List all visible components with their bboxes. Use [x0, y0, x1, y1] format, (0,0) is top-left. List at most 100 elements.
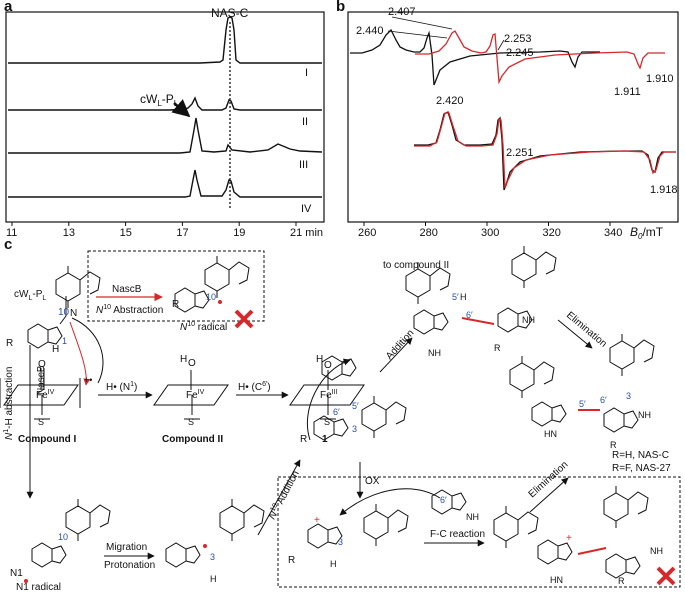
central-curved-arrow — [306, 358, 351, 441]
label-n10-radical: N10 radical — [180, 321, 227, 333]
label-fc-reaction: F-C reaction — [430, 529, 485, 540]
compound-II-h: H — [180, 354, 187, 365]
label-h-c6: H• (C6′) — [238, 381, 271, 393]
side-indole-structure — [431, 489, 467, 515]
panel-b-tick-label-0: 260 — [358, 227, 376, 239]
panel-a-tick-label-3: 17 — [176, 227, 188, 239]
n10-radical-num10: 10 — [206, 292, 216, 302]
fc-curved-arrow — [339, 488, 441, 516]
g-label-2245: 2.245 — [506, 47, 534, 59]
panel-a-frame — [5, 11, 325, 223]
panel-a-tick-label-0: 11 — [6, 227, 17, 239]
top-num6p: 6′ — [466, 310, 473, 320]
panel-b-x-axis-label: B0/mT — [630, 225, 664, 241]
label-h-n1: H• (N1) — [106, 381, 137, 393]
panel-a-tick-label-4: 19 — [233, 227, 245, 239]
n1-radical-structure — [31, 498, 111, 568]
trace-III — [8, 117, 323, 154]
compound-1-o: O — [324, 360, 332, 371]
arrow-elimination-2 — [529, 477, 569, 513]
panel-label-c: c — [4, 236, 13, 253]
fc-product-structure — [493, 485, 649, 579]
substrate-r: R — [6, 338, 13, 349]
reject-cross-icon-2 — [656, 566, 676, 586]
label-compound-I: Compound I — [18, 434, 77, 445]
compound-I-plus: +• — [84, 375, 92, 385]
fc-product-nh: NH — [650, 546, 663, 556]
addition-intermediate-structure — [405, 245, 557, 335]
panel-b: 2.407 2.440 2.253 2.245 1.910 1.911 2.42… — [347, 6, 679, 241]
panel-b-tick-label-3: 320 — [543, 227, 561, 239]
top-h: H — [460, 292, 467, 302]
top-r: R — [494, 343, 501, 353]
red-arrow-1 — [69, 321, 91, 386]
central-r: R — [300, 434, 307, 445]
product-r: R — [610, 440, 617, 450]
label-to-compound-II: to compound II — [383, 260, 449, 271]
label-migration: Migration — [106, 542, 147, 553]
panel-a-tick-label-2: 15 — [120, 227, 132, 239]
n1-radical-dot — [24, 579, 28, 583]
trace-IV — [8, 169, 322, 198]
trace-label-II: II — [302, 116, 308, 128]
label-r-h: R=H, NAS-C — [612, 450, 669, 461]
arrow-n10-addition — [257, 459, 301, 536]
substrate-structure — [27, 265, 101, 349]
panel-b-tick-label-2: 300 — [481, 227, 499, 239]
label-ox: OX — [365, 476, 380, 487]
reject-cross-icon — [234, 309, 254, 329]
compound-I-fe: FeIV — [36, 389, 55, 401]
cwl-pl-arrow — [171, 99, 191, 118]
g-label-2407: 2.407 — [388, 6, 416, 18]
panel-c: cWL-PL 10 N H 1 R NascB N10 Abstraction … — [0, 245, 681, 593]
n10-radical-structure — [174, 255, 250, 313]
arrow-addition — [379, 337, 413, 373]
cation-num3: 3 — [338, 537, 343, 547]
trace-label-I: I — [305, 67, 308, 79]
fc-product-hn: HN — [550, 575, 563, 585]
n1-radical-n1: N1 — [10, 568, 23, 579]
panel-a-tick-label-1: 13 — [63, 227, 75, 239]
compound-1-s: S — [324, 417, 330, 427]
trace-label-IV: IV — [301, 203, 312, 215]
leader-2253 — [497, 39, 505, 51]
top-nh2: NH — [522, 315, 535, 325]
c3-radical-h: H — [210, 574, 217, 584]
g-label-2253: 2.253 — [504, 33, 532, 45]
g-label-2251: 2.251 — [506, 147, 534, 159]
label-nascb-side: NascB — [36, 365, 47, 395]
product-num3: 3 — [626, 391, 631, 401]
label-elimination-2: Elimination — [527, 459, 571, 500]
compound-1-h: H — [316, 354, 323, 365]
leader-2440 — [387, 30, 448, 39]
panel-label-a: a — [4, 0, 13, 15]
central-num5p: 5′ — [352, 401, 359, 411]
product-hn: HN — [544, 429, 557, 439]
epr-lower-simulation — [414, 112, 676, 189]
compound-II-fe: FeIV — [186, 389, 205, 401]
product-nh: NH — [638, 410, 651, 420]
compound-I-o: O — [38, 359, 46, 370]
product-structure — [509, 333, 655, 433]
substrate-n1: H — [52, 344, 59, 355]
side-nh: NH — [466, 512, 479, 522]
panel-a-tick-label-5: 21 min — [290, 227, 323, 239]
top-num5p: 5′ — [452, 292, 459, 302]
epr-upper-experimental — [350, 28, 600, 86]
g-label-2420: 2.420 — [436, 95, 464, 107]
substrate-cwl-pl: cWL-PL — [14, 289, 46, 302]
fc-product-plus: + — [566, 533, 572, 544]
g-label-2440: 2.440 — [356, 25, 384, 37]
compound-II-oh: O — [188, 358, 196, 369]
label-nascb-top: NascB — [112, 284, 142, 295]
panel-b-tick-label-1: 280 — [420, 227, 438, 239]
g-label-1911: 1.911 — [614, 86, 641, 98]
product-num6p: 6′ — [600, 395, 607, 405]
cation-plus: + — [314, 515, 320, 526]
side-num6p: 6′ — [440, 495, 447, 505]
top-nh: NH — [428, 348, 441, 358]
label-n10-abstraction: N10 Abstraction — [96, 304, 163, 316]
compound-1-fe: FeIII — [320, 389, 338, 401]
leader-2407 — [391, 16, 453, 30]
c3-radical-dot — [203, 544, 207, 548]
